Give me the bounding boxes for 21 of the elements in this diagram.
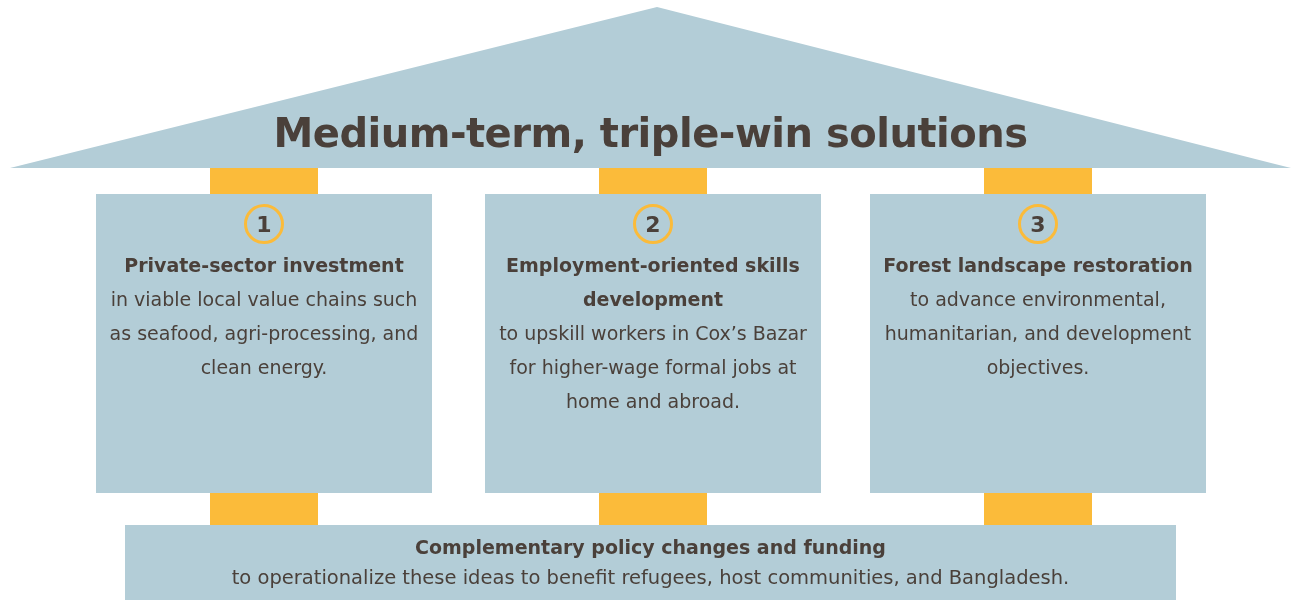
number-badge: 2: [633, 204, 673, 244]
pillar-box: [870, 194, 1206, 493]
pillar-heading: Private-sector investment: [124, 253, 404, 278]
pillar-box: [96, 194, 432, 493]
foundation-heading: Complementary policy changes and funding: [414, 535, 887, 560]
pillar-connector: [984, 168, 1092, 194]
number-badge: 3: [1018, 204, 1058, 244]
pillar-box: [485, 194, 821, 493]
pillar-connector: [599, 168, 707, 194]
pillar-connector: [210, 168, 318, 194]
pillar-description: to advance environmental, humanitarian, and development objectives.: [883, 287, 1193, 380]
pillar-connector: [984, 493, 1092, 525]
pillar-heading: Forest landscape restoration: [883, 253, 1193, 278]
number-badge: 1: [244, 204, 284, 244]
pillar-description: in viable local value chains such as seafood, agri-processing, and clean energy.: [108, 287, 420, 380]
pillar-description: to upskill workers in Cox’s Bazar for higher-wage formal jobs at home and abroad.: [498, 321, 808, 414]
pillar-connector: [210, 493, 318, 525]
foundation-box: [125, 525, 1176, 600]
pillar-connector: [599, 493, 707, 525]
roof-title: Medium-term, triple-win solutions: [273, 110, 1028, 156]
foundation-description: to operationalize these ideas to benefit refugees, host communities, and Bangladesh.: [230, 565, 1071, 591]
